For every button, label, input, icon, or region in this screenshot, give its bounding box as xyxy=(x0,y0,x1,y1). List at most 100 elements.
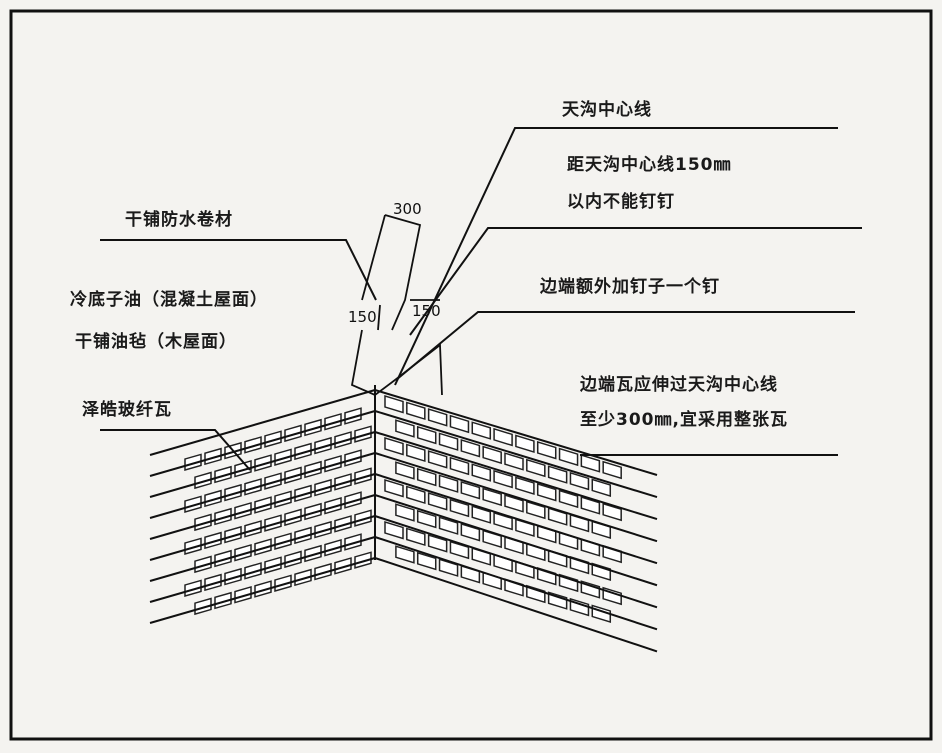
shingle-tile xyxy=(264,472,282,490)
shingle-tile xyxy=(324,497,342,515)
shingle-tile xyxy=(536,483,557,502)
membrane-outline xyxy=(350,214,443,397)
shingle-label: 泽皓玻纤瓦 xyxy=(82,400,172,420)
right-course-line xyxy=(374,431,658,521)
dimension-150-left: 150 xyxy=(348,308,377,326)
no-nail-label-line1: 距天沟中心线150㎜ xyxy=(567,155,732,175)
right-course-line xyxy=(374,452,658,543)
shingle-tile xyxy=(274,490,292,508)
shingle-tile xyxy=(324,539,342,557)
shingle-tile xyxy=(344,491,362,509)
shingle-tile xyxy=(294,526,312,545)
shingle-tile xyxy=(558,447,579,467)
shingle-tile xyxy=(314,520,332,539)
right-course-line xyxy=(374,410,658,499)
shingle-tile xyxy=(591,562,612,581)
shingle-tile xyxy=(214,465,232,484)
shingle-tile xyxy=(602,502,622,522)
shingle-tile xyxy=(602,460,622,480)
dimension-300: 300 xyxy=(393,200,422,218)
shingle-tile xyxy=(395,545,415,564)
left-course-line xyxy=(149,557,376,624)
shingle-tile xyxy=(438,558,459,577)
shingle-tile xyxy=(204,447,222,466)
shingle-tile xyxy=(314,478,332,497)
shingle-tile xyxy=(354,509,372,527)
shingle-tile xyxy=(471,463,492,482)
extra-nail-label: 边端额外加钉子一个钉 xyxy=(540,277,720,297)
shingle-tile xyxy=(244,562,262,580)
shingle-tile xyxy=(526,500,546,520)
cold-primer-label: 冷底子油（混凝土屋面） xyxy=(70,290,268,310)
shingle-tile xyxy=(493,511,513,531)
shingle-tile xyxy=(244,478,262,496)
shingle-tile xyxy=(580,454,601,473)
shingle-tile xyxy=(194,555,212,574)
shingle-tile xyxy=(344,449,362,467)
left-course-line xyxy=(149,473,376,540)
left-course-line xyxy=(149,452,376,519)
shingle-tile xyxy=(449,456,470,476)
shingle-tile xyxy=(395,419,415,438)
shingle-tile xyxy=(314,562,332,581)
shingle-tile xyxy=(471,505,492,524)
shingle-tile xyxy=(194,597,212,616)
shingle-tile xyxy=(274,574,292,592)
shingle-tile xyxy=(384,521,404,540)
shingle-tile xyxy=(194,513,212,532)
shingle-tile xyxy=(395,461,415,480)
shingle-tile xyxy=(224,483,242,502)
shingle-tile xyxy=(274,532,292,550)
shingle-tile xyxy=(334,557,352,575)
shingle-tile xyxy=(334,431,352,449)
shingle-tile xyxy=(284,424,302,443)
shingle-tile xyxy=(284,466,302,485)
shingle-tile xyxy=(449,540,470,560)
left-course-line xyxy=(149,431,376,498)
shingle-tile xyxy=(416,551,437,571)
shingle-tile xyxy=(284,508,302,527)
shingle-tile xyxy=(558,489,579,509)
shingle-tile xyxy=(344,533,362,551)
shingle-tile xyxy=(234,586,252,604)
shingle-tile xyxy=(224,525,242,544)
shingle-tile xyxy=(264,430,282,448)
shingle-tile xyxy=(214,507,232,526)
edge-tile-label-line2: 至少300㎜,宜采用整张瓦 xyxy=(580,410,788,430)
shingle-tile xyxy=(184,537,202,555)
shingle-tile xyxy=(547,591,568,610)
shingle-tile xyxy=(314,436,332,455)
shingle-tile xyxy=(304,460,322,479)
shingle-tile xyxy=(515,476,535,495)
edge-tile-label-line1: 边端瓦应伸过天沟中心线 xyxy=(580,375,778,395)
shingle-tile xyxy=(460,439,481,458)
shingle-tile xyxy=(471,421,492,440)
shingle-tile xyxy=(504,452,524,471)
shingle-tile xyxy=(493,469,513,489)
shingle-tile xyxy=(244,436,262,454)
shingle-tile xyxy=(254,538,272,556)
dry-felt-label: 干铺油毡（木屋面） xyxy=(75,332,237,352)
shingle-tile xyxy=(214,591,232,610)
right-course-line xyxy=(374,515,658,609)
roof-courses xyxy=(149,385,658,653)
shingle-tile xyxy=(224,567,242,586)
right-course-line xyxy=(374,557,658,653)
shingle-tile xyxy=(324,455,342,473)
shingle-tile xyxy=(547,465,568,484)
shingle-tile xyxy=(274,448,292,466)
right-course-line xyxy=(374,536,658,631)
shingle-tile xyxy=(254,580,272,598)
right-course-line xyxy=(374,494,658,587)
shingle-tile xyxy=(406,443,426,463)
shingle-tile xyxy=(460,523,481,542)
left-course-line xyxy=(149,410,376,477)
shingle-tile xyxy=(482,487,502,507)
shingle-tile xyxy=(406,401,426,421)
shingle-tile xyxy=(264,556,282,574)
shingle-tile xyxy=(384,479,404,498)
shingle-tile xyxy=(416,425,437,445)
shingle-tile xyxy=(204,531,222,550)
valley-centerline-label: 天沟中心线 xyxy=(562,100,652,120)
